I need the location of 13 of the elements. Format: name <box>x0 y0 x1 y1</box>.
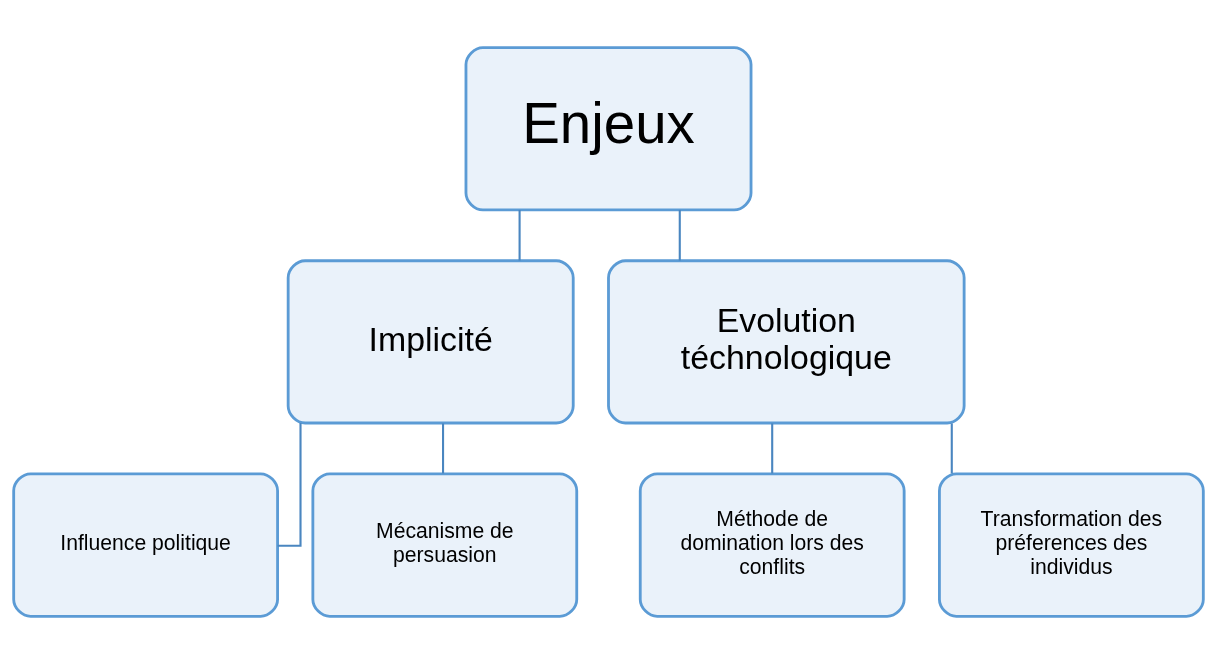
connector <box>678 209 681 261</box>
node-box: Influence politique <box>12 472 279 618</box>
node-box: Mécanisme de persuasion <box>311 472 579 618</box>
node-box: Méthode de domination lors des conflits <box>638 472 906 618</box>
connector <box>277 423 302 547</box>
connector <box>442 423 445 474</box>
node-box: Transformation des préferences des individus <box>938 472 1205 618</box>
node-box: Evolution téchnologique <box>607 259 966 425</box>
connector <box>950 423 953 474</box>
connector <box>518 209 521 261</box>
node-box: Implicité <box>286 259 575 425</box>
connector <box>771 423 774 474</box>
node-box: Enjeux <box>464 46 753 212</box>
